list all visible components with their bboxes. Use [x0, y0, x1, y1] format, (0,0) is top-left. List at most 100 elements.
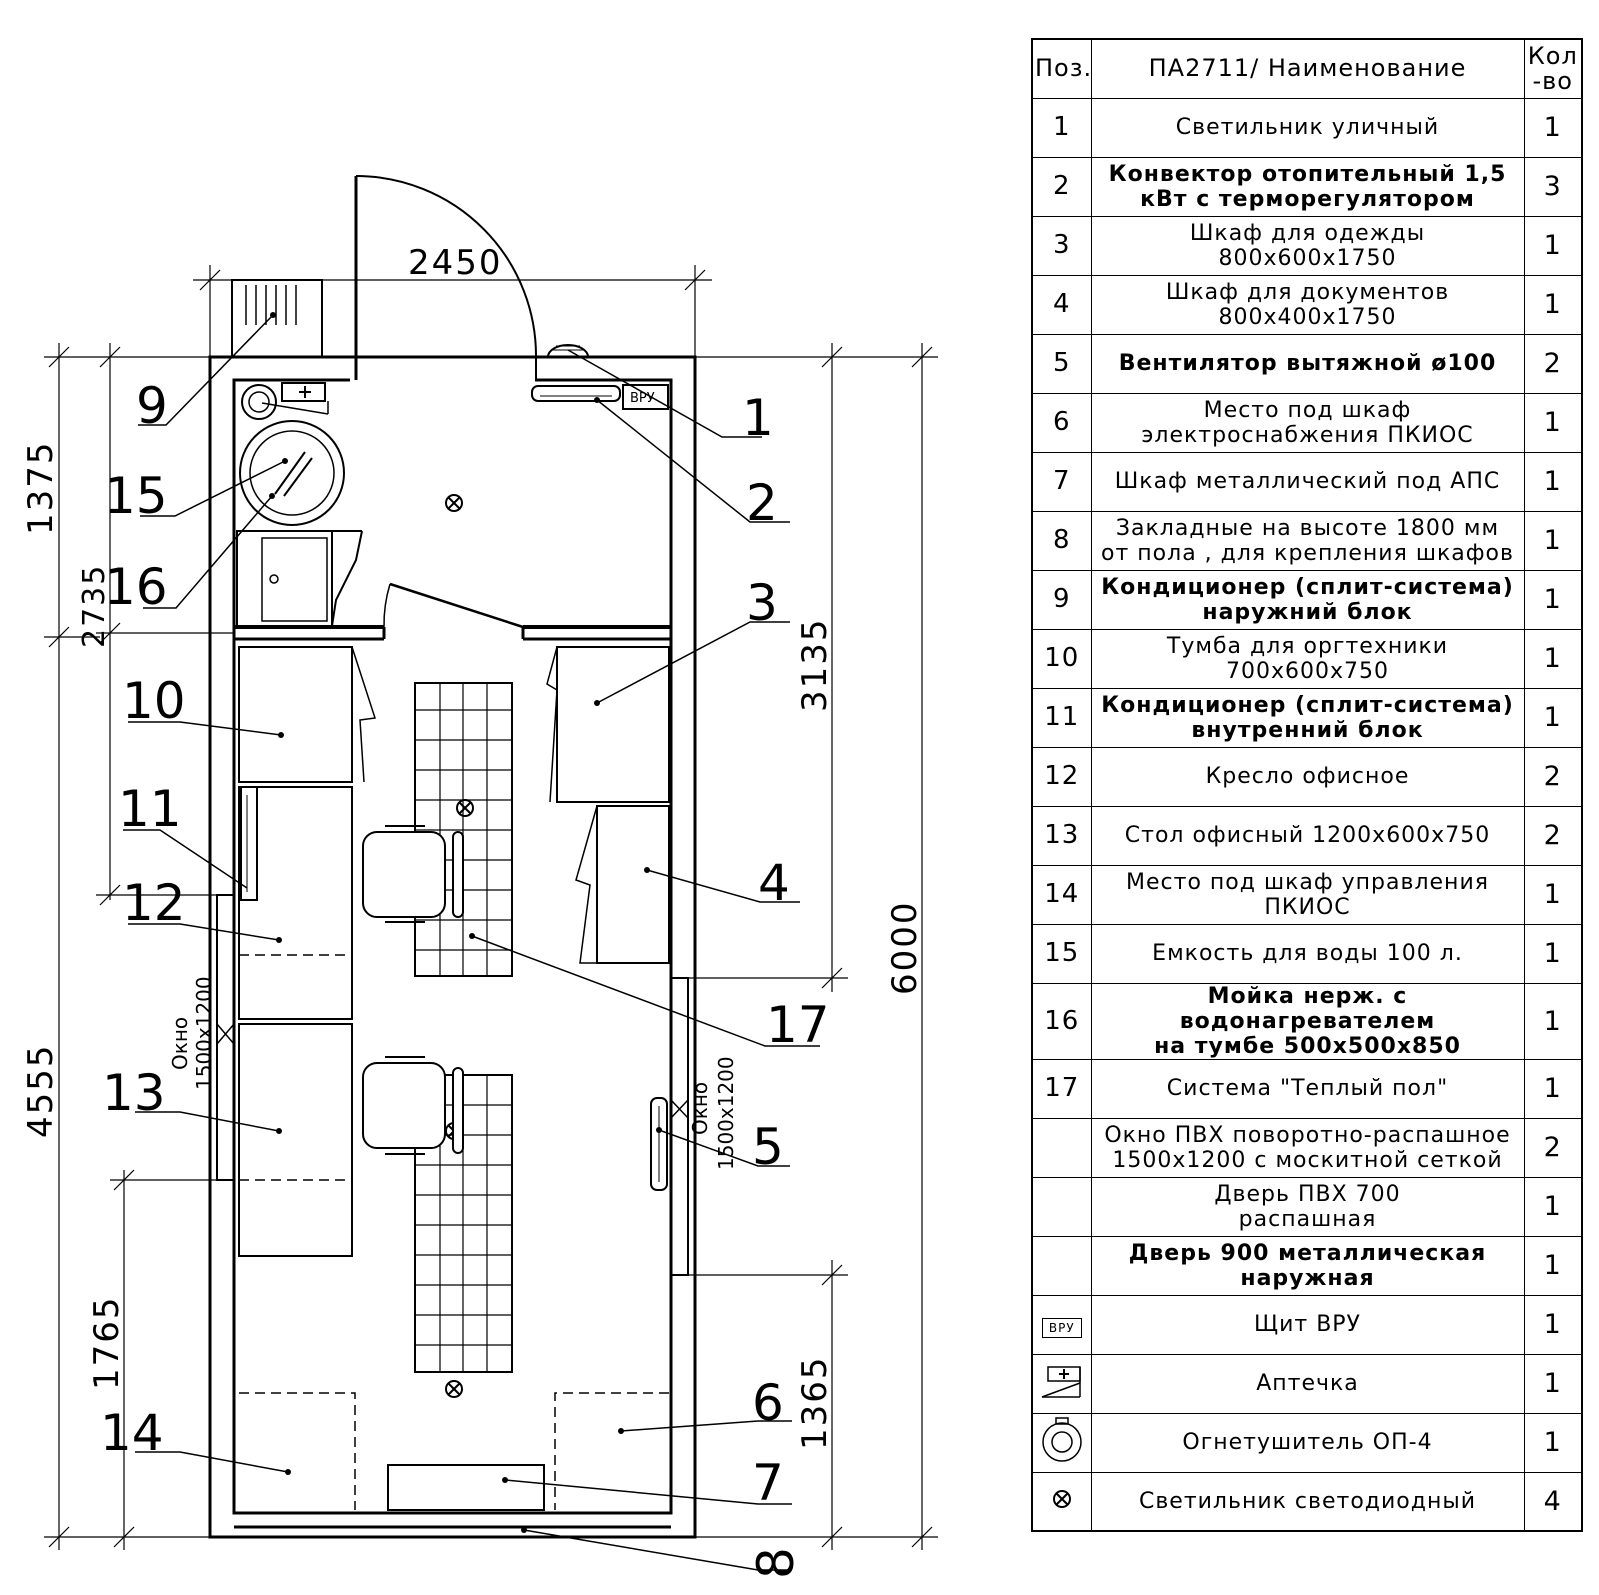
- dim-left-1375: 1375: [21, 440, 61, 535]
- callout-2: 2: [746, 474, 778, 532]
- light-icon: [1052, 1489, 1071, 1508]
- spec-name: Светильник уличный: [1090, 97, 1525, 158]
- spec-qty: 1: [1523, 923, 1583, 984]
- spec-name-line: Стол офисный 1200x600x750: [1124, 823, 1491, 848]
- spec-pos: 5: [1031, 333, 1092, 394]
- spec-qty: 1: [1523, 1235, 1583, 1296]
- spec-name-line: Место под шкаф: [1203, 397, 1412, 423]
- street-light-icon: [546, 344, 590, 358]
- callout-14: 14: [100, 1404, 164, 1462]
- spec-pos: 17: [1031, 1058, 1092, 1119]
- sink-cabinet: [236, 530, 333, 627]
- spec-name-line: Светильник светодиодный: [1138, 1488, 1477, 1514]
- dim-left-1765: 1765: [87, 1295, 127, 1390]
- spec-name-line: Место под шкаф управления: [1126, 869, 1489, 895]
- callout-5: 5: [752, 1118, 784, 1176]
- spec-name-line: внутренний блок: [1191, 717, 1424, 743]
- spec-name-line: Шкаф для одежды: [1189, 220, 1426, 246]
- dim-right-3135: 3135: [795, 617, 835, 712]
- convector-right: [650, 1097, 668, 1191]
- spec-qty: 1: [1523, 1353, 1583, 1414]
- callout-12: 12: [122, 874, 186, 932]
- spec-name-line: Мойка нерж. с водонагревателем: [1179, 983, 1436, 1034]
- spec-pos: 7: [1031, 451, 1092, 512]
- entrance-door-swing: [355, 175, 538, 359]
- spec-name: Шкаф металлический под АПС: [1090, 451, 1525, 512]
- dim-total-6000: 6000: [885, 900, 925, 995]
- callout-15: 15: [104, 467, 168, 525]
- dim-left-4555: 4555: [21, 1043, 61, 1138]
- spec-pos: 9: [1031, 569, 1092, 630]
- spec-qty: 2: [1523, 333, 1583, 394]
- extinguisher-icon: [1042, 1417, 1082, 1462]
- dim-left-2735: 2735: [77, 564, 112, 648]
- floor-plan-drawing: 2450 1375 2735 4555 1765 3135 1365 6000 …: [21, 175, 938, 1579]
- printer-stand: [238, 646, 353, 783]
- spec-row: Аптечка 1: [1031, 1353, 1583, 1414]
- spec-name-line: Кресло офисное: [1205, 764, 1410, 789]
- callout-13: 13: [102, 1064, 166, 1122]
- metal-cabinet-aps: [387, 1464, 545, 1511]
- callout-6: 6: [752, 1374, 784, 1432]
- header-qty-line2: -во: [1532, 66, 1573, 95]
- spec-name-line: Аптечка: [1256, 1371, 1359, 1396]
- fire-extinguisher-icon: [241, 384, 277, 420]
- spec-pos: 10: [1031, 628, 1092, 689]
- wardrobe-clothes: [556, 646, 670, 803]
- callout-4: 4: [758, 854, 790, 912]
- spec-qty: 1: [1523, 687, 1583, 748]
- spec-name-line: кВт с терморегулятором: [1140, 186, 1475, 212]
- spec-name-line: ПКИОС: [1264, 894, 1351, 920]
- spec-name: Емкость для воды 100 л.: [1090, 923, 1525, 984]
- header-name: ПА2711/ Наименование: [1090, 38, 1525, 99]
- spec-qty: 1: [1523, 864, 1583, 925]
- spec-qty: 1: [1523, 1294, 1583, 1355]
- callout-3: 3: [746, 574, 778, 632]
- spec-name: Система "Теплый пол": [1090, 1058, 1525, 1119]
- spec-qty: 1: [1523, 274, 1583, 335]
- spec-name-line: Дверь 900 металлическая: [1128, 1240, 1487, 1266]
- spec-pos: [1031, 1176, 1092, 1237]
- window-left-label-2: 1500x1200: [192, 976, 216, 1090]
- convector-2-top: [531, 385, 621, 402]
- spec-name-line: Светильник уличный: [1175, 115, 1440, 140]
- spec-pos: [1031, 1353, 1092, 1414]
- spec-name-line: Шкаф металлический под АПС: [1114, 469, 1501, 494]
- spec-pos: 16: [1031, 982, 1092, 1060]
- spec-qty: 1: [1523, 569, 1583, 630]
- spec-name: Кондиционер (сплит-система)внутренний бл…: [1090, 687, 1525, 748]
- spec-name-line: 700x600x750: [1225, 658, 1389, 684]
- spec-pos: [1031, 1471, 1092, 1532]
- left-zone-12: [238, 786, 353, 1020]
- spec-name-line: 800x600x1750: [1218, 245, 1397, 271]
- warm-floor-grid-lower: [415, 1075, 512, 1372]
- spec-name-line: Закладные на высоте 1800 мм: [1115, 515, 1500, 541]
- spec-qty: 1: [1523, 451, 1583, 512]
- spec-name: Вентилятор вытяжной ø100: [1090, 333, 1525, 394]
- spec-pos: 6: [1031, 392, 1092, 453]
- left-window: [216, 894, 235, 1181]
- spec-header-row: Поз. ПА2711/ Наименование Кол -во: [1031, 38, 1583, 99]
- callout-17: 17: [766, 996, 830, 1054]
- spec-name: Стол офисный 1200x600x750: [1090, 805, 1525, 866]
- spec-name-line: Кондиционер (сплит-система): [1101, 574, 1514, 600]
- callout-9: 9: [136, 377, 168, 435]
- place-14: [239, 1392, 356, 1510]
